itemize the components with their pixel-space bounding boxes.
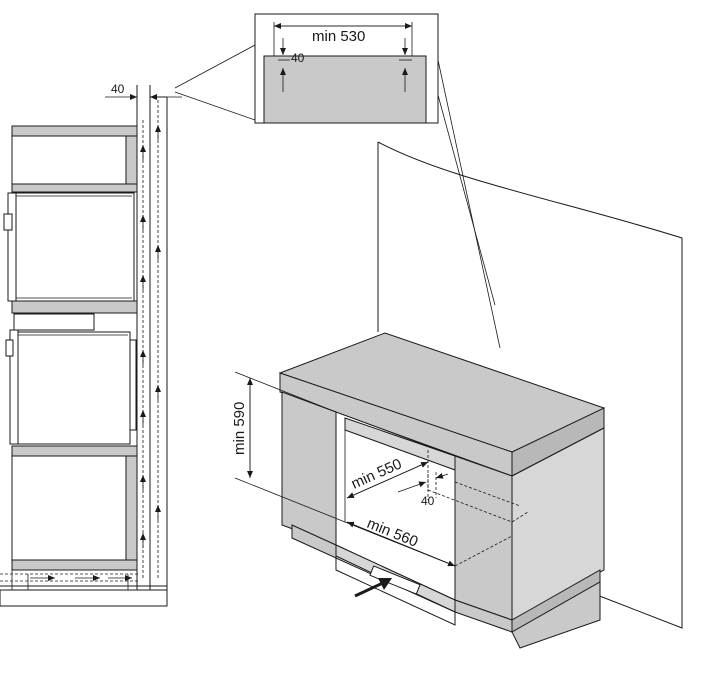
height-label: min 590 [231, 402, 248, 455]
air-inlet-arrow [354, 578, 392, 598]
inset-width-label: min 530 [312, 28, 365, 45]
side-gap-label: 40 [111, 82, 125, 96]
airflow-arrows [30, 125, 161, 581]
side-view-cabinet: 40 [0, 44, 256, 607]
inset-gap-label: 40 [291, 51, 305, 65]
rear-gap-dimension: 40 [397, 472, 449, 508]
detail-inset: min 530 40 [254, 13, 501, 349]
height-dimension: min 590 [231, 371, 346, 523]
rear-gap-label: 40 [421, 494, 435, 508]
side-gap-dimension: 40 [105, 82, 182, 100]
kitchen-unit: min 590 min 550 40 min 560 [231, 141, 683, 649]
